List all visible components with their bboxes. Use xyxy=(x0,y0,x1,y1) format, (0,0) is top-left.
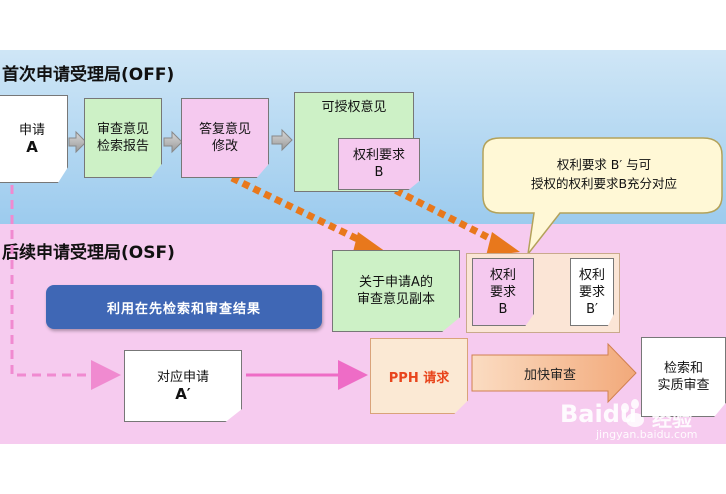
callout-line1: 权利要求 B′ 与可 xyxy=(556,157,652,172)
off-title: 首次申请受理局(OFF) xyxy=(2,65,175,85)
pph-request: PPH 请求 xyxy=(370,338,468,414)
reuse-results-pill: 利用在先检索和审查结果 xyxy=(46,285,322,329)
doc-corr-label: 对应申请 xyxy=(156,370,209,385)
accelerate-exam-label: 加快审查 xyxy=(523,368,576,383)
osf-title: 后续申请受理局(OSF) xyxy=(2,243,175,263)
doc-application-a: 申请 A xyxy=(0,95,68,183)
doc-claims-b-osf-id: B xyxy=(498,301,508,317)
doc-claims-b-off-id: B xyxy=(374,165,384,180)
doc-claims-b-off: 权利要求 B xyxy=(338,138,420,190)
dashed-arrowhead-2 xyxy=(486,232,520,256)
doc-application-a-label: 申请 xyxy=(18,123,45,138)
doc-claims-b-prime-line2: 要求 xyxy=(578,284,605,300)
doc-copy-line1: 关于申请A的 xyxy=(359,275,433,290)
watermark-brand-cn: 经验 xyxy=(652,407,692,431)
doc-reply-line1: 答复意见 xyxy=(198,122,251,137)
accelerate-arrow xyxy=(471,342,637,404)
doc-exam-report-line1: 审查意见 xyxy=(96,122,149,137)
dashed-arrow-claims-to-osf xyxy=(383,181,507,250)
watermark-brand: Baidu xyxy=(560,400,637,428)
doc-allowable-label: 可授权意见 xyxy=(321,100,387,115)
doc-claims-b-off-label: 权利要求 xyxy=(352,148,405,163)
doc-claims-b-prime-id: B′ xyxy=(586,301,598,317)
doc-search-exam-line1: 检索和 xyxy=(663,361,703,376)
doc-copy-line2: 审查意见副本 xyxy=(356,292,435,307)
arrow-report-to-reply xyxy=(163,130,183,154)
doc-search-exam-line2: 实质审查 xyxy=(657,378,710,393)
doc-corresponding-application: 对应申请 A′ xyxy=(124,350,242,422)
doc-exam-report-line2: 检索报告 xyxy=(96,139,149,154)
doc-reply-amend: 答复意见 修改 xyxy=(181,98,269,178)
doc-corr-id: A′ xyxy=(175,385,191,403)
dashed-arrow-reply-to-copy xyxy=(230,174,374,250)
watermark-url: jingyan.baidu.com xyxy=(596,428,698,441)
doc-search-substantive-exam: 检索和 实质审查 xyxy=(641,337,726,417)
dashed-link-a-to-corr xyxy=(10,185,121,390)
doc-exam-opinion-copy: 关于申请A的 审查意见副本 xyxy=(332,250,460,332)
arrow-reply-to-allow xyxy=(271,128,293,152)
callout-text: 权利要求 B′ 与可 授权的权利要求B充分对应 xyxy=(490,155,718,193)
arrow-a-to-report xyxy=(68,130,87,154)
doc-application-a-id: A xyxy=(26,138,38,156)
doc-claims-b-osf: 权利 要求 B xyxy=(472,258,534,326)
doc-exam-report: 审查意见 检索报告 xyxy=(84,98,162,178)
doc-claims-b-osf-line2: 要求 xyxy=(489,284,516,300)
callout-bubble xyxy=(482,137,723,257)
doc-claims-b-osf-line1: 权利 xyxy=(489,267,516,283)
doc-claims-b-prime: 权利 要求 B′ xyxy=(570,258,614,326)
doc-claims-b-prime-line1: 权利 xyxy=(578,267,605,283)
doc-reply-line2: 修改 xyxy=(211,139,238,154)
watermark-brand-text: Baidu xyxy=(560,400,637,428)
callout-line2: 授权的权利要求B充分对应 xyxy=(530,176,678,191)
